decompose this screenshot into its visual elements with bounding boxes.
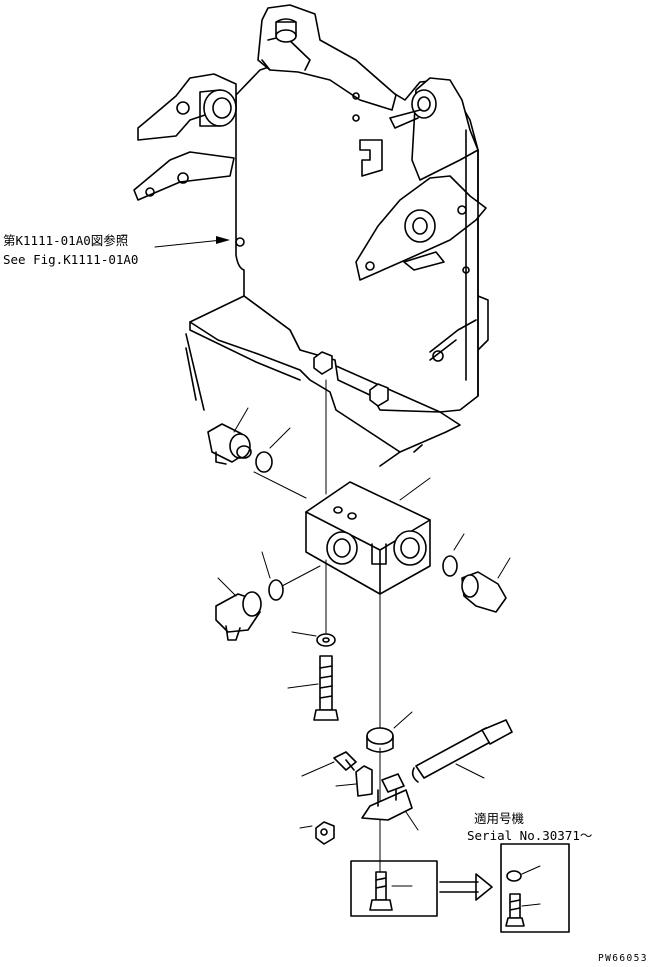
reference-note-jp: 第K1111-01A0図参照 [3, 233, 128, 248]
reference-note-en: See Fig.K1111-01A0 [3, 252, 138, 267]
shaft-pin [411, 719, 513, 783]
valve-block [305, 477, 431, 595]
detail-box-after [500, 843, 570, 933]
reference-leader [154, 236, 230, 248]
detail-box-before [350, 860, 438, 917]
o-ring-upper-left [255, 451, 273, 473]
drawing-code: PW66053 [598, 953, 648, 964]
o-ring-lower-left [268, 579, 284, 601]
small-bolt [301, 751, 357, 777]
holder-bracket [361, 773, 419, 831]
collar [366, 711, 413, 753]
o-ring-right [442, 555, 458, 577]
elbow-fitting-lower-left [215, 577, 262, 641]
elbow-fitting-upper-left [207, 407, 252, 465]
elbow-fitting-right [461, 557, 511, 613]
washer-bolt [287, 631, 339, 721]
applicable-serial-en: Serial No.30371～ [467, 828, 592, 843]
clip-plate [355, 765, 373, 797]
replacement-arrow [439, 873, 493, 901]
applicable-serial-jp: 適用号機 [474, 811, 525, 826]
main-frame-bracket [133, 4, 489, 467]
hex-nut [299, 821, 335, 845]
